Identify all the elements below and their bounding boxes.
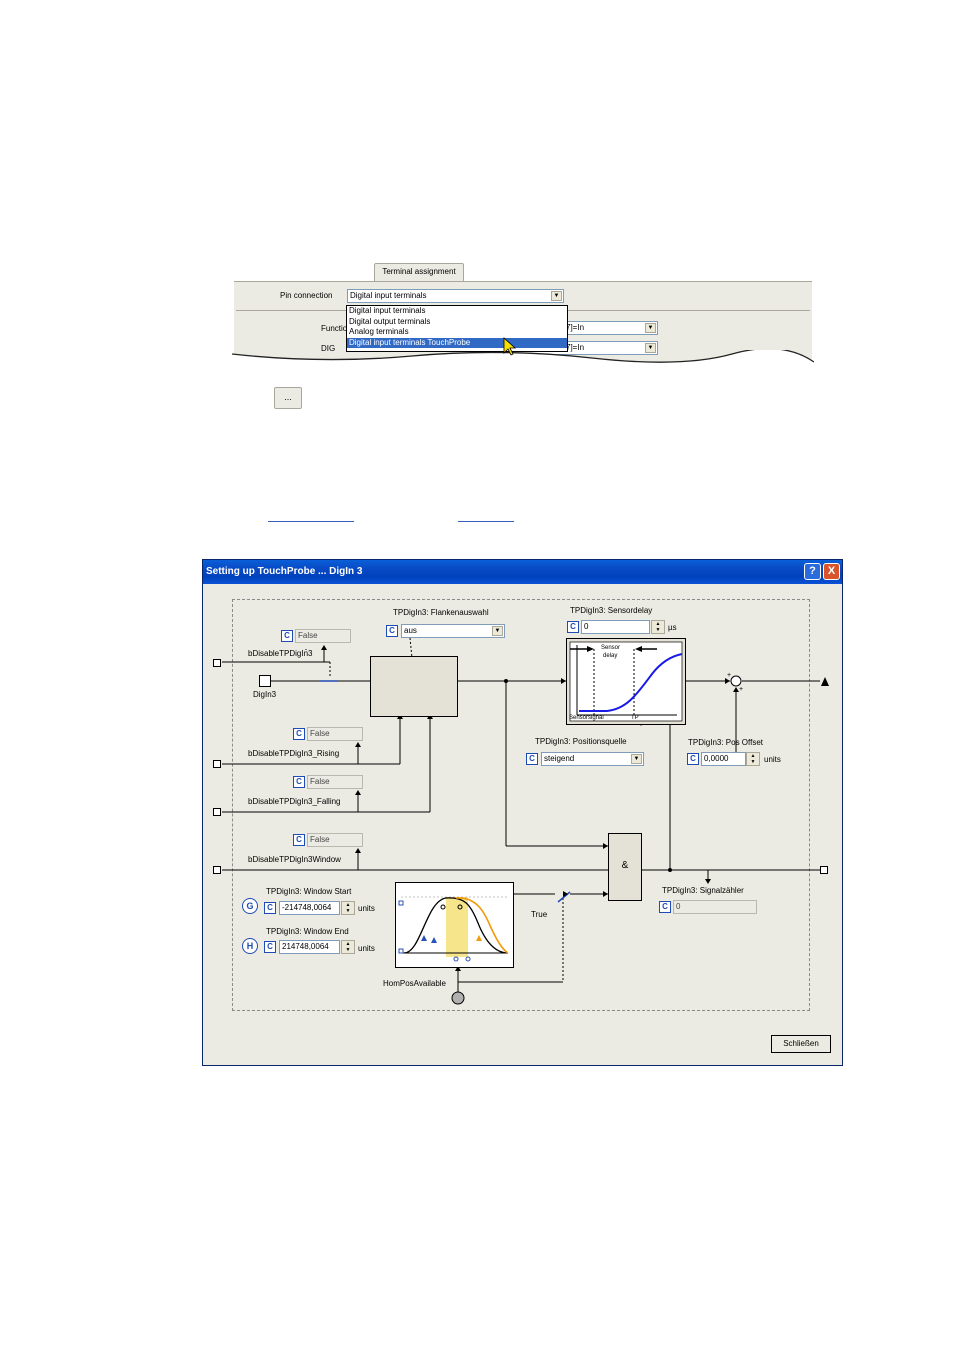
posoffset-input[interactable]: 0,0000 [701, 752, 746, 766]
and-block: & [608, 833, 642, 901]
digin3-input-box[interactable] [259, 675, 271, 687]
dig-label: DIG [321, 344, 336, 353]
spin-arrows-icon[interactable]: ▲▼ [341, 901, 355, 915]
sensordelay-unit: µs [668, 623, 677, 632]
dialog-title: Setting up TouchProbe ... DigIn 3 [206, 566, 363, 577]
c-button[interactable]: C [526, 753, 538, 765]
pin-rising[interactable] [213, 760, 221, 768]
pin-bdisable[interactable] [213, 659, 221, 667]
pin-falling[interactable] [213, 808, 221, 816]
torn-edge [232, 350, 814, 372]
posoffset-unit: units [764, 755, 781, 764]
pin-window[interactable] [213, 866, 221, 874]
falling-value: False [307, 775, 363, 789]
chevron-down-icon[interactable]: ▼ [492, 626, 503, 636]
chevron-down-icon[interactable]: ▼ [631, 754, 642, 764]
flank-switch-block [370, 656, 458, 717]
rising-value: False [307, 727, 363, 741]
wstart-input[interactable]: -214748,0064 [279, 901, 340, 915]
posquelle-select[interactable]: steigend ▼ [541, 752, 644, 766]
signal-value: 0 [673, 900, 757, 914]
c-button[interactable]: C [264, 902, 276, 914]
window-label: bDisableTPDigIn3Window [248, 855, 341, 864]
sensordelay-graph [569, 641, 683, 722]
flank-select[interactable]: aus ▼ [401, 624, 505, 638]
hompos-label: HomPosAvailable [383, 979, 446, 988]
delay-text: delay [603, 653, 618, 659]
ellipsis-button[interactable]: ... [274, 387, 302, 409]
cursor-icon [503, 337, 517, 356]
c-button[interactable]: C [293, 728, 305, 740]
posquelle-value: steigend [544, 754, 575, 763]
falling-label: bDisableTPDigIn3_Falling [248, 797, 341, 806]
sensordelay-label: TPDigIn3: Sensordelay [570, 606, 653, 615]
signal-label: TPDigIn3: Signalzähler [662, 886, 744, 895]
dig-value: 7]=In [566, 343, 585, 352]
dropdown-option[interactable]: Analog terminals [349, 327, 409, 336]
chevron-down-icon[interactable]: ▼ [551, 291, 562, 301]
dropdown-option[interactable]: Digital output terminals [349, 316, 431, 326]
bdisable-value: False [295, 629, 351, 643]
pin-connection-select[interactable]: Digital input terminals ▼ [347, 289, 564, 303]
link-underline-1[interactable] [268, 521, 354, 522]
c-button[interactable]: C [293, 834, 305, 846]
digin3-label: DigIn3 [253, 690, 277, 699]
dialog-titlebar [203, 560, 842, 584]
h-marker: H [242, 938, 258, 954]
pin-output[interactable] [820, 866, 828, 874]
posoffset-label: TPDigIn3: Pos Offset [688, 738, 763, 747]
link-underline-2[interactable] [458, 521, 514, 522]
pin-connection-dropdown-list[interactable]: Digital input terminals Digital output t… [346, 305, 568, 352]
function-value: 7]=In [566, 323, 585, 332]
tp-text: TP [631, 715, 639, 721]
c-button[interactable]: C [567, 621, 579, 633]
c-button[interactable]: C [687, 753, 699, 765]
chevron-down-icon[interactable]: ▼ [645, 343, 656, 353]
rising-label: bDisableTPDigIn3_Rising [248, 749, 340, 758]
dropdown-option[interactable]: Digital input terminals [349, 306, 426, 315]
dropdown-option-selected[interactable]: Digital input terminals TouchProbe [347, 337, 567, 348]
sensorsignal-text: Sensorsignal [569, 715, 604, 721]
wend-input[interactable]: 214748,0064 [279, 940, 340, 954]
spin-arrows-icon[interactable]: ▲▼ [651, 620, 665, 634]
help-button[interactable]: ? [804, 563, 821, 580]
c-button[interactable]: C [281, 630, 293, 642]
c-button[interactable]: C [293, 776, 305, 788]
chevron-down-icon[interactable]: ▼ [645, 323, 656, 333]
tab-terminal-assignment[interactable]: Terminal assignment [374, 263, 464, 282]
c-button[interactable]: C [659, 901, 671, 913]
sensordelay-block: Sensor delay Sensorsignal TP [566, 638, 686, 725]
close-icon[interactable]: X [823, 563, 840, 580]
function-label: Functio [321, 324, 348, 333]
svg-text:+: + [727, 672, 731, 679]
flank-label: TPDigIn3: Flankenauswahl [393, 608, 489, 617]
spin-arrows-icon[interactable]: ▲▼ [746, 752, 760, 766]
pin-connection-label: Pin connection [280, 291, 333, 300]
c-button[interactable]: C [386, 625, 398, 637]
window-graph [398, 896, 509, 962]
sensor-text: Sensor [601, 645, 621, 651]
window-graph-block [395, 882, 514, 968]
bdisable-label: bDisableTPDigIn3 [248, 649, 313, 658]
flank-value: aus [404, 626, 417, 635]
wstart-unit: units [358, 904, 375, 913]
posquelle-label: TPDigIn3: Positionsquelle [535, 737, 627, 746]
wstart-label: TPDigIn3: Window Start [266, 887, 352, 896]
c-button[interactable]: C [264, 941, 276, 953]
spin-arrows-icon[interactable]: ▲▼ [341, 940, 355, 954]
svg-text:+: + [739, 686, 743, 693]
window-value: False [307, 833, 363, 847]
g-marker: G [242, 898, 258, 914]
pin-connection-value: Digital input terminals [350, 291, 427, 300]
wend-unit: units [358, 944, 375, 953]
wend-label: TPDigIn3: Window End [266, 927, 349, 936]
true-label: True [531, 910, 548, 919]
block-diagram-frame [232, 599, 810, 1011]
sensordelay-input[interactable]: 0 [581, 620, 650, 634]
schliessen-button[interactable]: Schließen [771, 1035, 831, 1053]
